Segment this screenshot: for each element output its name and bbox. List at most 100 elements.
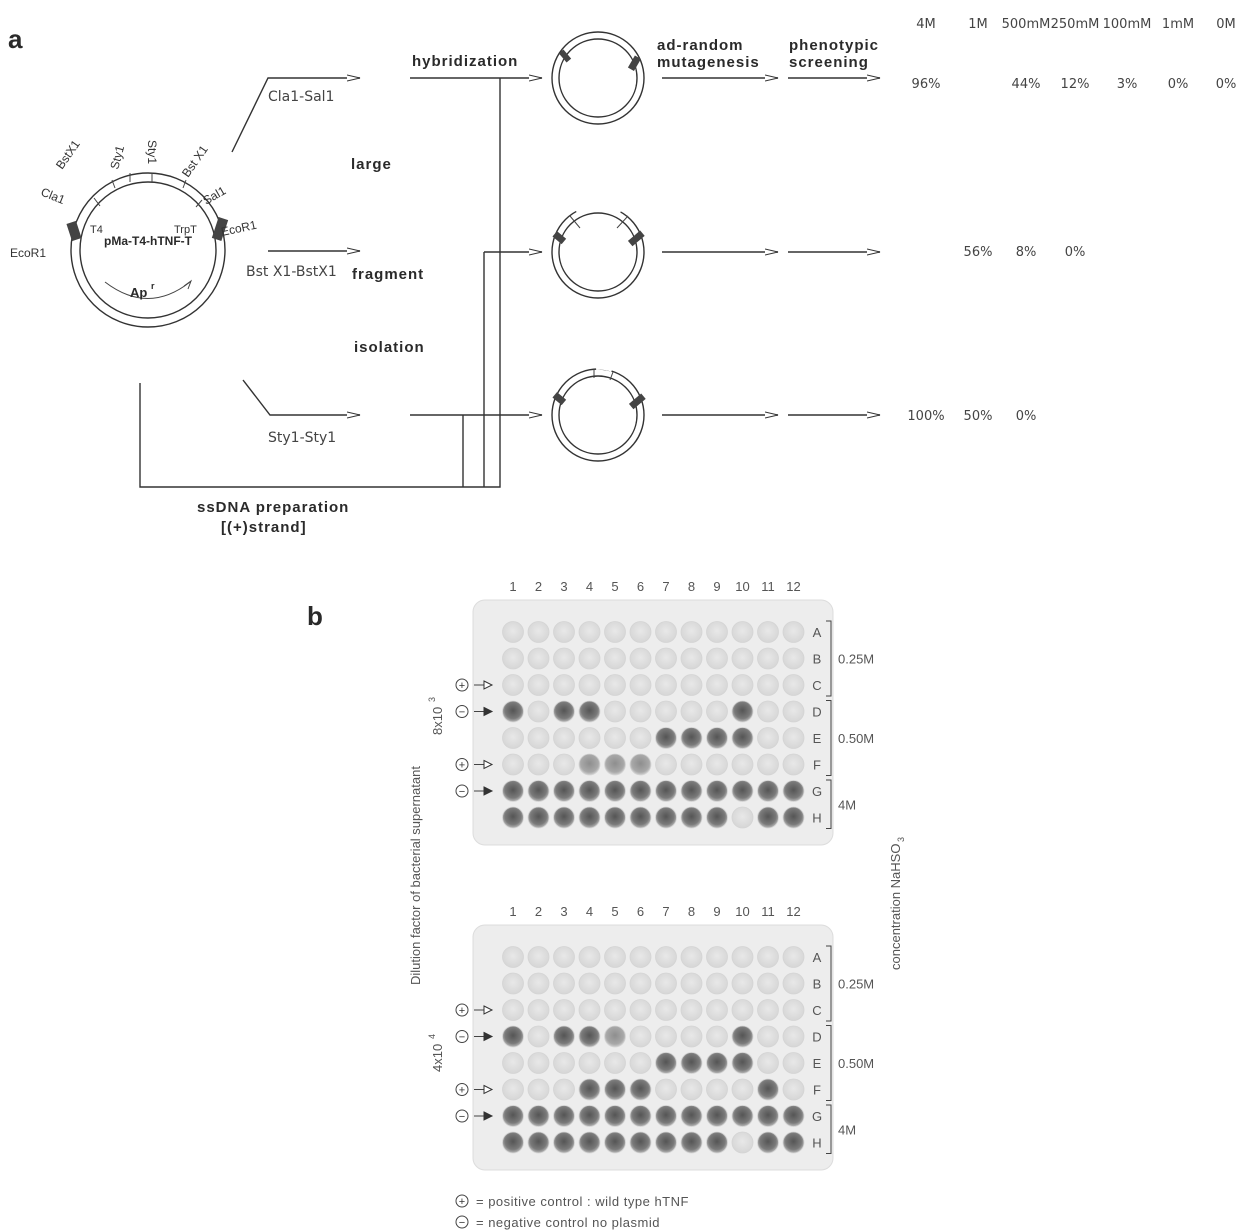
panel-b-label: b [307,601,323,631]
plate-body [473,600,833,845]
svg-text:+: + [459,760,465,772]
well [656,622,677,643]
column-number: 6 [637,904,644,919]
well [605,947,626,968]
well [656,1079,677,1100]
well [605,622,626,643]
well [681,1053,702,1074]
well [732,1000,753,1021]
step-large: large [351,156,392,173]
result-value: 12% [1061,77,1090,92]
result-value: 0% [1016,409,1037,424]
column-number: 12 [786,904,800,919]
row-letter: A [813,625,822,640]
concentration-header: 0M [1216,17,1236,32]
well [528,648,549,669]
well [554,807,575,828]
right-axis-label: concentration NaHSO 3 [888,837,906,970]
well [681,807,702,828]
well [656,947,677,968]
well [732,973,753,994]
row-letter: D [812,1030,821,1045]
well [579,728,600,749]
well [656,1106,677,1127]
well [783,807,804,828]
well [783,701,804,722]
svg-text:3: 3 [896,837,906,842]
column-number: 11 [761,579,775,594]
well [681,1132,702,1153]
well [605,973,626,994]
well [503,807,524,828]
plate-body [473,925,833,1170]
well [528,675,549,696]
column-number: 4 [586,579,593,594]
well [630,1132,651,1153]
well [554,622,575,643]
svg-text:+: + [459,1005,465,1017]
well [656,728,677,749]
concentration-header: 100mM [1103,17,1152,32]
well [579,1079,600,1100]
well [503,1053,524,1074]
well [656,1000,677,1021]
legend: + = positive control : wild type hTNF − … [456,1194,689,1230]
site-sty1-left: Sty1 [107,144,127,171]
well [707,973,728,994]
well [630,947,651,968]
well [758,648,779,669]
well [528,701,549,722]
well [605,781,626,802]
result-value: 8% [1016,245,1037,260]
y-axis-label: Dilution factor of bacterial supernatant [408,766,423,985]
well [554,973,575,994]
well [503,1026,524,1047]
well [783,1132,804,1153]
well [783,1079,804,1100]
svg-text:−: − [459,1111,465,1123]
svg-text:4x10: 4x10 [430,1044,445,1072]
well [503,622,524,643]
result-value: 44% [1012,77,1041,92]
well [605,1026,626,1047]
site-ecor1-left: EcoR1 [10,246,46,260]
well [528,622,549,643]
well [528,807,549,828]
well [528,754,549,775]
well [758,1026,779,1047]
well [758,1053,779,1074]
column-number: 8 [688,904,695,919]
well [579,781,600,802]
svg-text:concentration NaHSO: concentration NaHSO [888,844,903,970]
well [681,675,702,696]
well [605,701,626,722]
ssdna-connectors [140,78,542,487]
well [707,1132,728,1153]
svg-text:4: 4 [427,1034,437,1039]
well [605,754,626,775]
column-number: 1 [509,579,516,594]
well [732,1132,753,1153]
well [758,973,779,994]
column-number: 4 [586,904,593,919]
column-number: 3 [560,904,567,919]
step-isolation: isolation [354,339,425,356]
well [681,973,702,994]
well [605,807,626,828]
well [630,701,651,722]
well [579,1053,600,1074]
column-number: 8 [688,579,695,594]
well [707,1000,728,1021]
well [503,754,524,775]
column-number: 9 [713,579,720,594]
ssdna-label-2: [(+)strand] [221,519,307,536]
well [630,1053,651,1074]
well [579,1026,600,1047]
panel-b: b 123456789101112ABCDEFGH0.25M0.50M4M+−+… [307,579,906,1230]
svg-text:3: 3 [427,697,437,702]
well [630,622,651,643]
results-table: 96%44%12%3%0%0%56%8%0%100%50%0% [907,77,1236,424]
concentration-header: 250mM [1051,17,1100,32]
svg-text:−: − [459,1217,465,1229]
